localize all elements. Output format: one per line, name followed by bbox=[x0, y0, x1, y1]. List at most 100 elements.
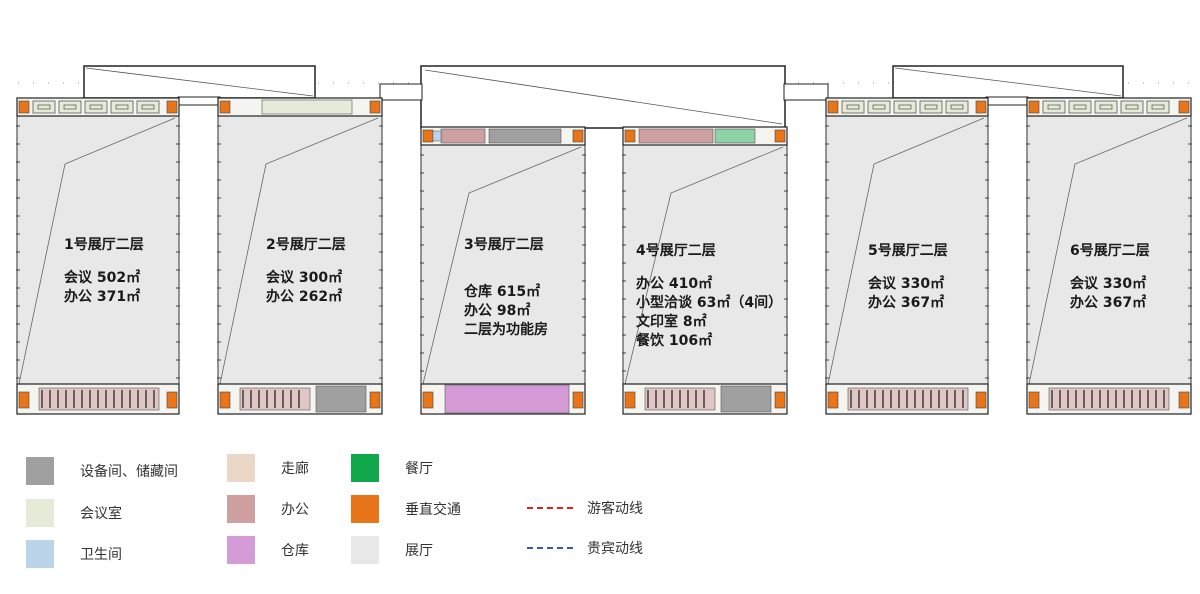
office-room bbox=[38, 387, 160, 411]
meeting-room bbox=[919, 100, 943, 114]
bridge-diagonal bbox=[85, 67, 314, 97]
meeting-room bbox=[1146, 100, 1170, 114]
meeting-room bbox=[261, 99, 353, 115]
legend-dash bbox=[527, 547, 573, 549]
table-mark bbox=[1125, 104, 1139, 110]
legend-swatch bbox=[351, 495, 379, 523]
stair-core bbox=[166, 100, 178, 114]
hall-area-line: 会议 330㎡ bbox=[1070, 276, 1147, 292]
exhibition-floor bbox=[420, 144, 586, 385]
legend-label: 贵宾动线 bbox=[587, 541, 643, 557]
table-mark bbox=[950, 104, 964, 110]
dining-room bbox=[714, 128, 756, 144]
table-mark bbox=[89, 104, 103, 110]
stair-core bbox=[1178, 100, 1190, 114]
exhibition-halls bbox=[16, 97, 1192, 415]
equipment-room bbox=[488, 128, 562, 144]
stair-core bbox=[1028, 391, 1040, 409]
legend-label: 餐厅 bbox=[405, 461, 433, 477]
stair-core bbox=[827, 100, 839, 114]
hall-area-line: 会议 502㎡ bbox=[64, 270, 141, 286]
hall-6-label: 6号展厅二层 会议 330㎡ 办公 367㎡ bbox=[1070, 242, 1150, 313]
floor-diagonal bbox=[219, 117, 379, 385]
legend-storage: 仓库 bbox=[227, 536, 309, 564]
legend-swatch bbox=[227, 454, 255, 482]
toilet-room bbox=[432, 130, 442, 142]
bridge-diagonal bbox=[894, 67, 1122, 97]
stair-core bbox=[827, 391, 839, 409]
floor-diagonal bbox=[827, 117, 985, 385]
stair-core bbox=[166, 391, 178, 409]
legend-exhibition: 展厅 bbox=[351, 536, 433, 564]
legend-visitor-route: 游客动线 bbox=[527, 498, 643, 518]
legend-corridor: 走廊 bbox=[227, 454, 309, 482]
hall-area-line: 二层为功能房 bbox=[464, 322, 548, 338]
hall-area-line: 办公 371㎡ bbox=[64, 289, 141, 305]
hall-5 bbox=[825, 97, 989, 415]
office-room bbox=[847, 387, 969, 411]
legend-swatch bbox=[227, 495, 255, 523]
meeting-room bbox=[84, 100, 108, 114]
legend-label: 卫生间 bbox=[80, 547, 122, 563]
table-mark bbox=[846, 104, 860, 110]
hall-title: 6号展厅二层 bbox=[1070, 243, 1150, 259]
meeting-room bbox=[1094, 100, 1118, 114]
table-mark bbox=[1151, 104, 1165, 110]
floor-diagonal bbox=[422, 146, 582, 385]
exhibition-floor bbox=[1026, 115, 1192, 385]
storage-room bbox=[444, 384, 570, 414]
hall-title: 1号展厅二层 bbox=[64, 237, 144, 253]
legend-vip-route: 贵宾动线 bbox=[527, 538, 643, 558]
legend-label: 办公 bbox=[281, 502, 309, 518]
table-mark bbox=[141, 104, 155, 110]
hall-area-line: 仓库 615㎡ bbox=[464, 284, 541, 300]
hall-2 bbox=[217, 97, 383, 415]
hall-title: 4号展厅二层 bbox=[636, 243, 716, 259]
table-mark bbox=[1099, 104, 1113, 110]
stair-core bbox=[572, 391, 584, 409]
meeting-room bbox=[945, 100, 969, 114]
hall-area-line: 文印室 8㎡ bbox=[636, 314, 707, 330]
table-mark bbox=[115, 104, 129, 110]
legend-swatch bbox=[227, 536, 255, 564]
stair-core bbox=[572, 129, 584, 143]
hall-area-line: 小型洽谈 63㎡（4间） bbox=[636, 295, 783, 311]
hall-6 bbox=[1026, 97, 1192, 415]
hall-area-line: 办公 98㎡ bbox=[464, 303, 531, 319]
meeting-room bbox=[32, 100, 56, 114]
table-mark bbox=[1047, 104, 1061, 110]
hall-area-line: 会议 300㎡ bbox=[266, 270, 343, 286]
stair-core bbox=[624, 129, 636, 143]
hall-title: 2号展厅二层 bbox=[266, 237, 346, 253]
office-room bbox=[440, 128, 486, 144]
table-mark bbox=[37, 104, 51, 110]
exhibition-floor bbox=[16, 115, 180, 385]
legend-toilet: 卫生间 bbox=[26, 540, 122, 568]
table-mark bbox=[1073, 104, 1087, 110]
equipment-room bbox=[720, 385, 772, 413]
meeting-room bbox=[58, 100, 82, 114]
legend-label: 垂直交通 bbox=[405, 502, 461, 518]
stair-core bbox=[774, 129, 786, 143]
meeting-room bbox=[1042, 100, 1066, 114]
stair-core bbox=[975, 391, 987, 409]
legend-swatch bbox=[26, 499, 54, 527]
floor-diagonal bbox=[18, 117, 176, 385]
connector-corridors bbox=[18, 65, 1190, 129]
office-room bbox=[638, 128, 714, 144]
stair-core bbox=[1028, 100, 1040, 114]
legend-swatch bbox=[351, 454, 379, 482]
hall-area-line: 办公 410㎡ bbox=[636, 276, 713, 292]
table-mark bbox=[898, 104, 912, 110]
hall-area-line: 会议 330㎡ bbox=[868, 276, 945, 292]
stair-core bbox=[1178, 391, 1190, 409]
stair-core bbox=[774, 391, 786, 409]
legend-equipment: 设备间、储藏间 bbox=[26, 457, 178, 485]
meeting-room bbox=[893, 100, 917, 114]
meeting-room bbox=[867, 100, 891, 114]
legend-swatch bbox=[26, 457, 54, 485]
meeting-room bbox=[136, 100, 160, 114]
exhibition-floor bbox=[217, 115, 383, 385]
legend-swatch bbox=[351, 536, 379, 564]
stair-core bbox=[369, 100, 381, 114]
